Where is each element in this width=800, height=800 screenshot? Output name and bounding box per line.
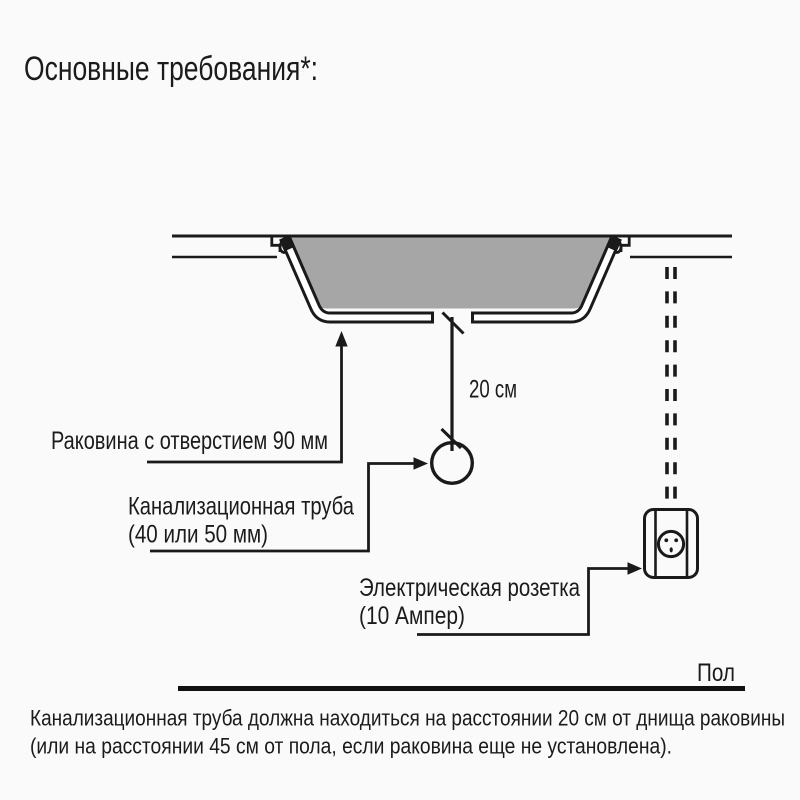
- svg-text:Канализационная труба: Канализационная труба: [128, 493, 354, 521]
- svg-text:Канализационная труба должна н: Канализационная труба должна находиться …: [30, 706, 785, 731]
- svg-text:(40 или 50 мм): (40 или 50 мм): [128, 521, 268, 549]
- svg-text:Основные требования*:: Основные требования*:: [24, 50, 318, 88]
- svg-text:Пол: Пол: [697, 659, 735, 687]
- svg-text:(10 Ампер): (10 Ампер): [359, 602, 465, 630]
- svg-text:Электрическая розетка: Электрическая розетка: [359, 574, 580, 602]
- svg-text:Раковина с отверстием 90 мм: Раковина с отверстием 90 мм: [51, 427, 328, 455]
- svg-text:(или на расстоянии 45 см от по: (или на расстоянии 45 см от пола, если р…: [30, 734, 672, 759]
- svg-text:20 см: 20 см: [469, 376, 517, 404]
